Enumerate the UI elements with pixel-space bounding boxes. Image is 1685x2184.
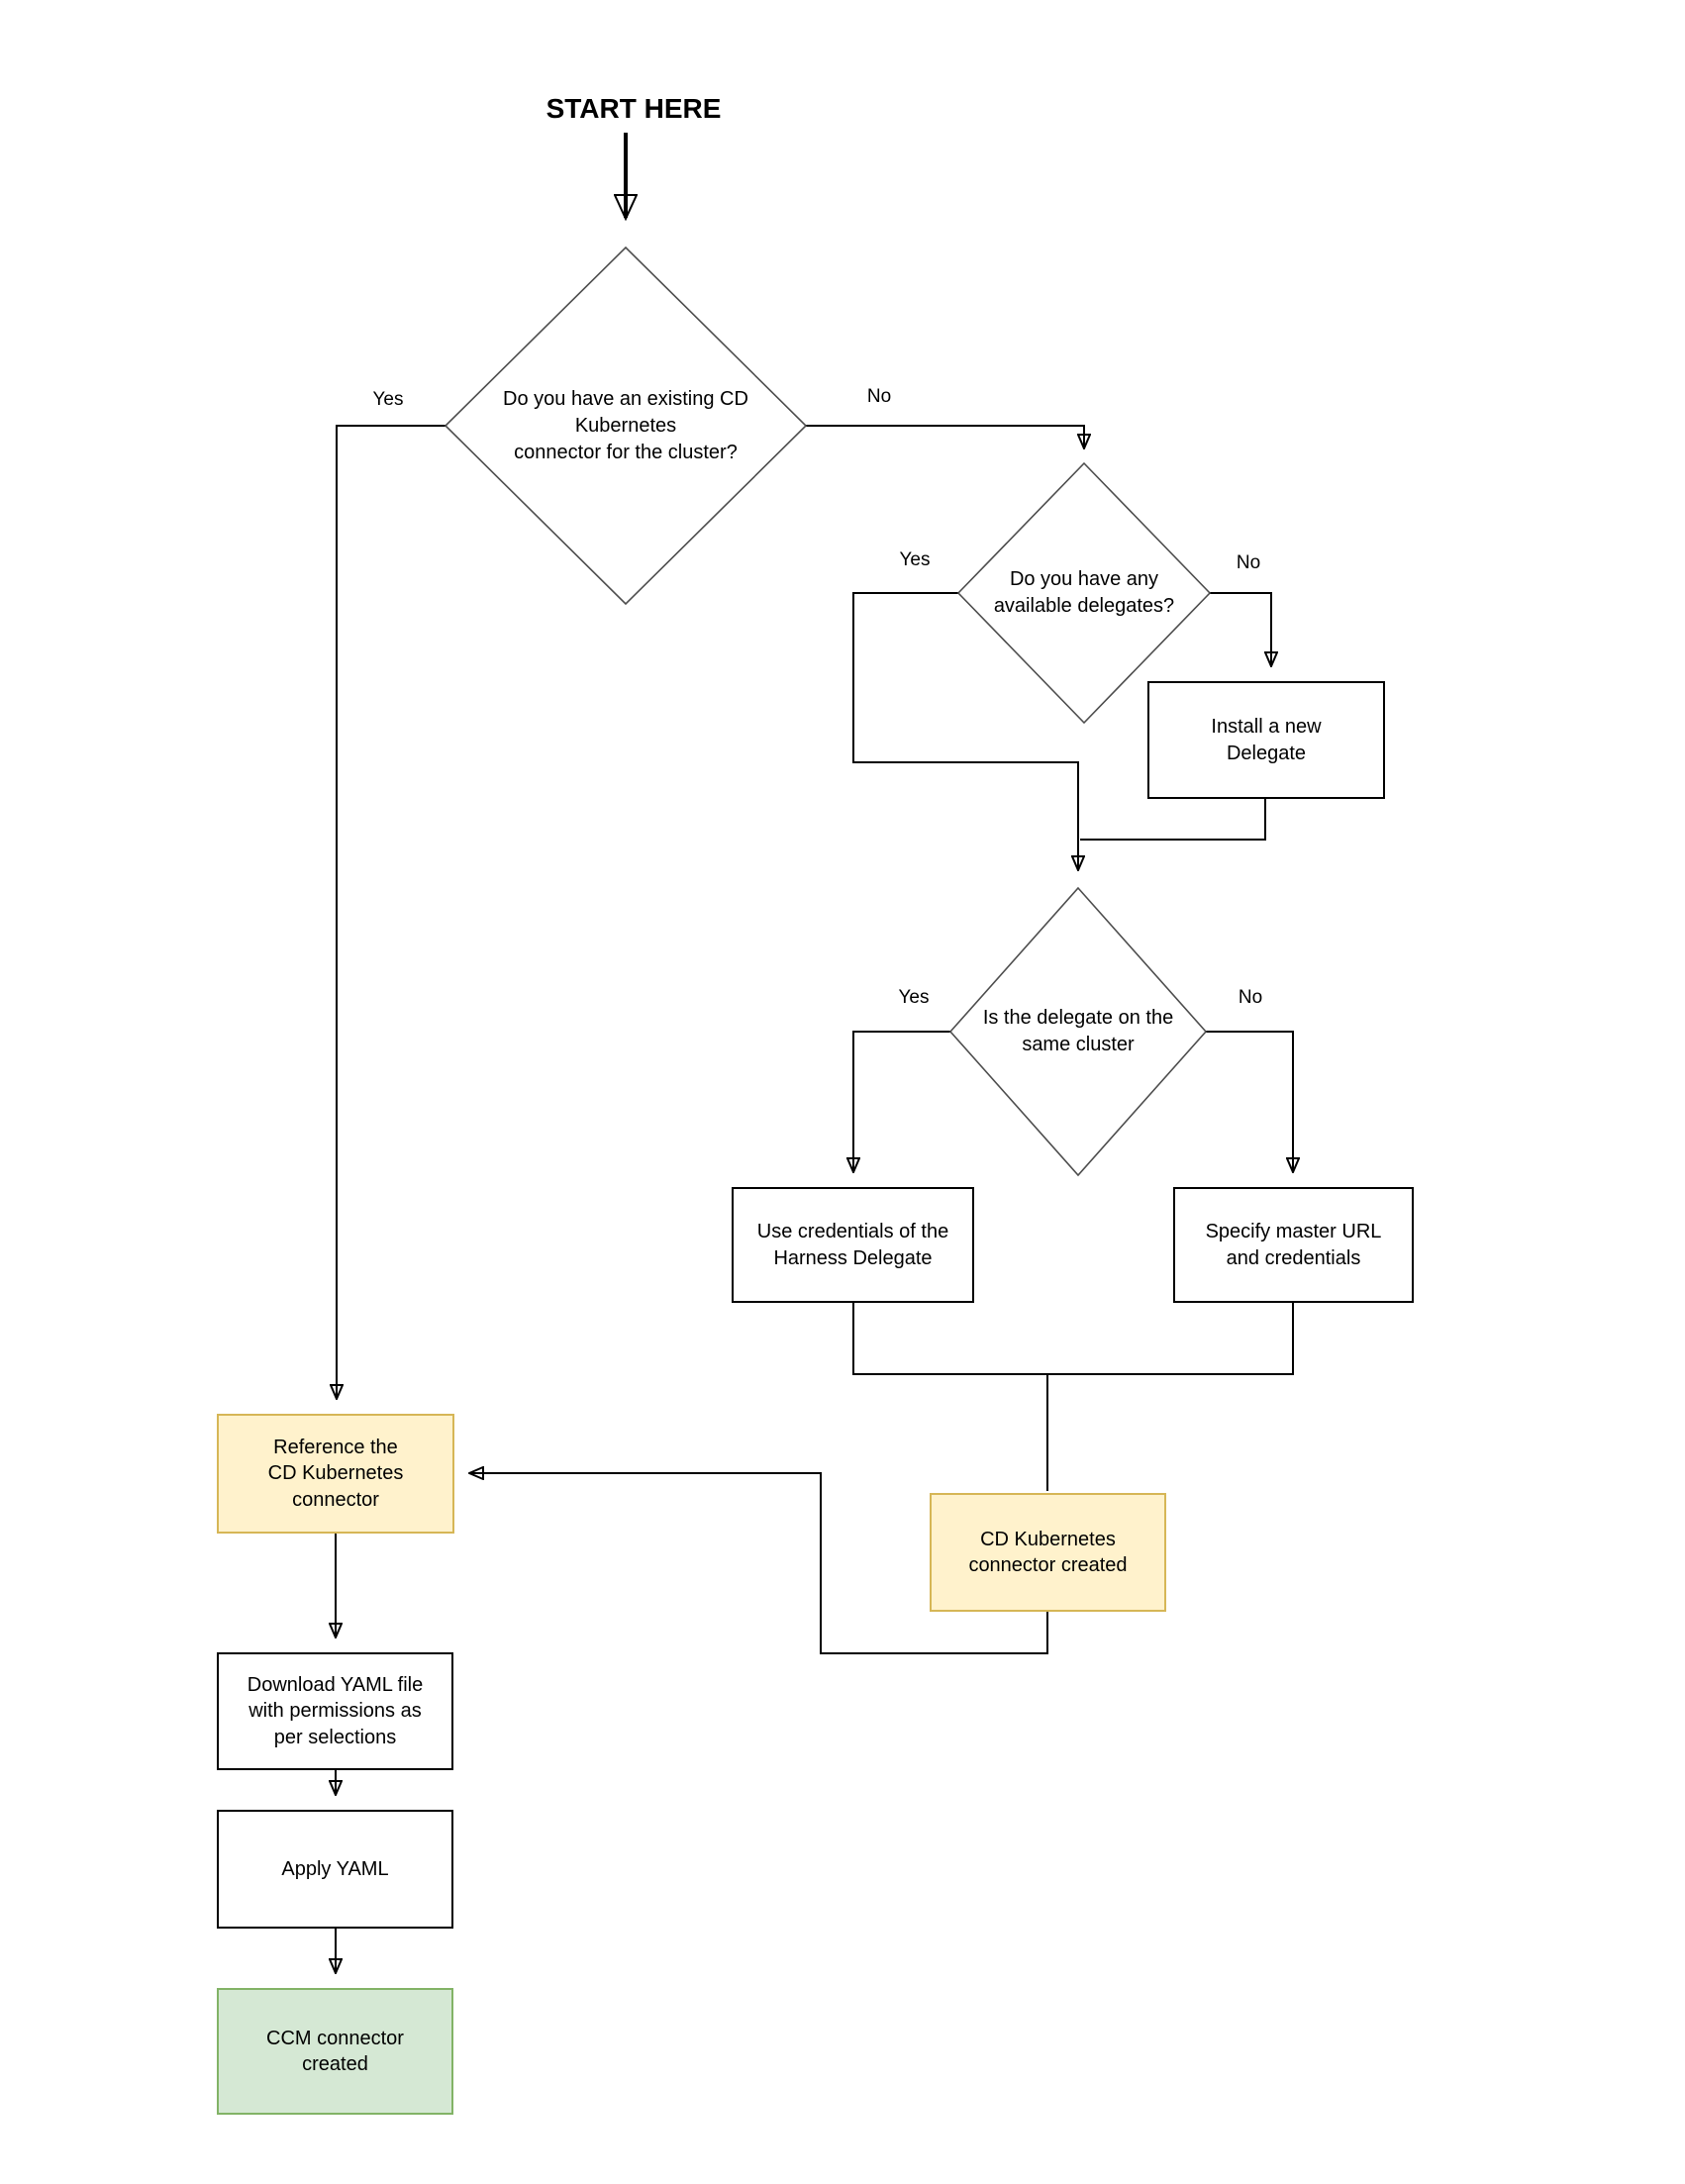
connector-credentials-merge xyxy=(852,1303,1047,1375)
connector-no-delegates-to-install xyxy=(1210,592,1271,665)
decision-existing-connector-label: Do you have an existing CD Kubernetes co… xyxy=(503,387,748,463)
node-cd-connector-created: CD Kubernetes connector created xyxy=(930,1493,1166,1612)
edge-label-yes-existing-connector: Yes xyxy=(372,389,404,410)
decision-delegate-same-cluster-shape xyxy=(948,886,1208,1177)
decision-delegate-same-cluster-label: Is the delegate on the same cluster xyxy=(982,1007,1174,1055)
node-install-delegate: Install a new Delegate xyxy=(1147,681,1385,799)
node-ccm-connector-created: CCM connector created xyxy=(217,1988,453,2115)
edge-label-yes-delegate-same-cluster: Yes xyxy=(898,987,930,1008)
start-here-label: START HERE xyxy=(545,93,722,124)
edge-label-yes-available-delegates: Yes xyxy=(899,549,931,570)
edge-label-no-available-delegates: No xyxy=(1236,552,1261,573)
node-specify-master-url: Specify master URL and credentials xyxy=(1173,1187,1414,1303)
node-reference-connector: Reference the CD Kubernetes connector xyxy=(217,1414,454,1534)
connector-no-same-cluster-to-master-url xyxy=(1206,1031,1293,1171)
decision-existing-connector-shape xyxy=(444,246,808,606)
connector-install-to-same-cluster xyxy=(1080,799,1266,841)
connector-yes-same-cluster-to-credentials xyxy=(853,1031,950,1171)
node-use-delegate-credentials: Use credentials of the Harness Delegate xyxy=(732,1187,974,1303)
node-download-yaml: Download YAML file with permissions as p… xyxy=(217,1652,453,1770)
connector-yes-delegates-to-same-cluster xyxy=(852,592,1078,869)
node-apply-yaml: Apply YAML xyxy=(217,1810,453,1929)
edge-label-no-existing-connector: No xyxy=(866,386,892,407)
connector-cd-created-to-reference xyxy=(470,1473,1048,1654)
edge-label-no-delegate-same-cluster: No xyxy=(1238,987,1263,1008)
decision-available-delegates-label: Do you have any available delegates? xyxy=(993,568,1175,617)
connector-no-existing-to-delegates-decision xyxy=(806,425,1084,447)
connector-master-url-merge xyxy=(1047,1303,1294,1375)
connector-yes-existing-to-reference xyxy=(337,425,446,1398)
decision-available-delegates-shape xyxy=(956,461,1212,725)
